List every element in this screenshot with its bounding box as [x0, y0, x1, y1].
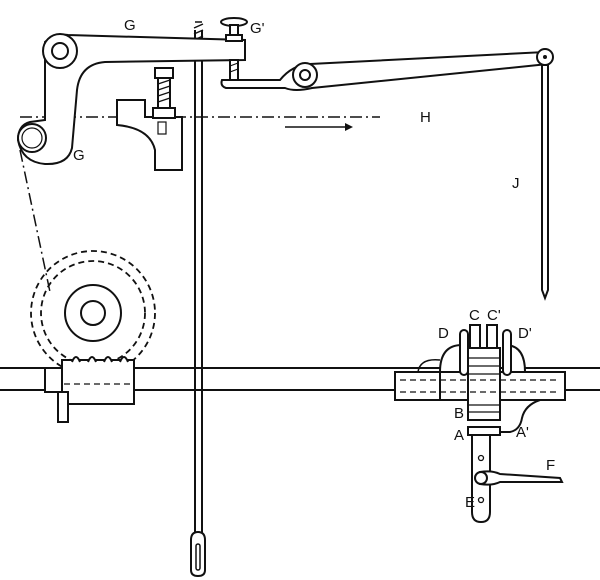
label-g-bottom: G	[73, 147, 85, 164]
label-e: E	[465, 494, 475, 511]
vertical-rod	[190, 21, 206, 578]
lug-c	[469, 324, 481, 351]
adjusting-bracket	[116, 67, 183, 171]
adjusting-screw-g-prime	[220, 17, 248, 81]
rod-j	[541, 64, 549, 301]
label-a-prime: A'	[516, 424, 529, 441]
label-c-prime: C'	[487, 307, 501, 324]
label-h: H	[420, 109, 431, 126]
link-a-prime	[500, 399, 541, 433]
clutch-assembly	[394, 324, 566, 436]
label-a: A	[454, 427, 464, 444]
lug-c-prime	[486, 324, 498, 351]
lever-h	[220, 48, 554, 91]
belt-centre-line	[19, 149, 51, 293]
label-b: B	[454, 405, 464, 422]
label-j: J	[512, 175, 520, 192]
lug-d-prime	[502, 329, 512, 376]
label-d: D	[438, 325, 449, 342]
lever-g	[16, 33, 246, 166]
worm-gear	[44, 356, 135, 423]
lug-d	[459, 329, 469, 376]
label-d-prime: D'	[518, 325, 532, 342]
label-f: F	[546, 457, 555, 474]
label-g-prime: G'	[250, 20, 265, 37]
arm-f	[474, 470, 564, 486]
label-g-top: G	[124, 17, 136, 34]
direction-arrow	[285, 123, 353, 131]
label-c: C	[469, 307, 480, 324]
